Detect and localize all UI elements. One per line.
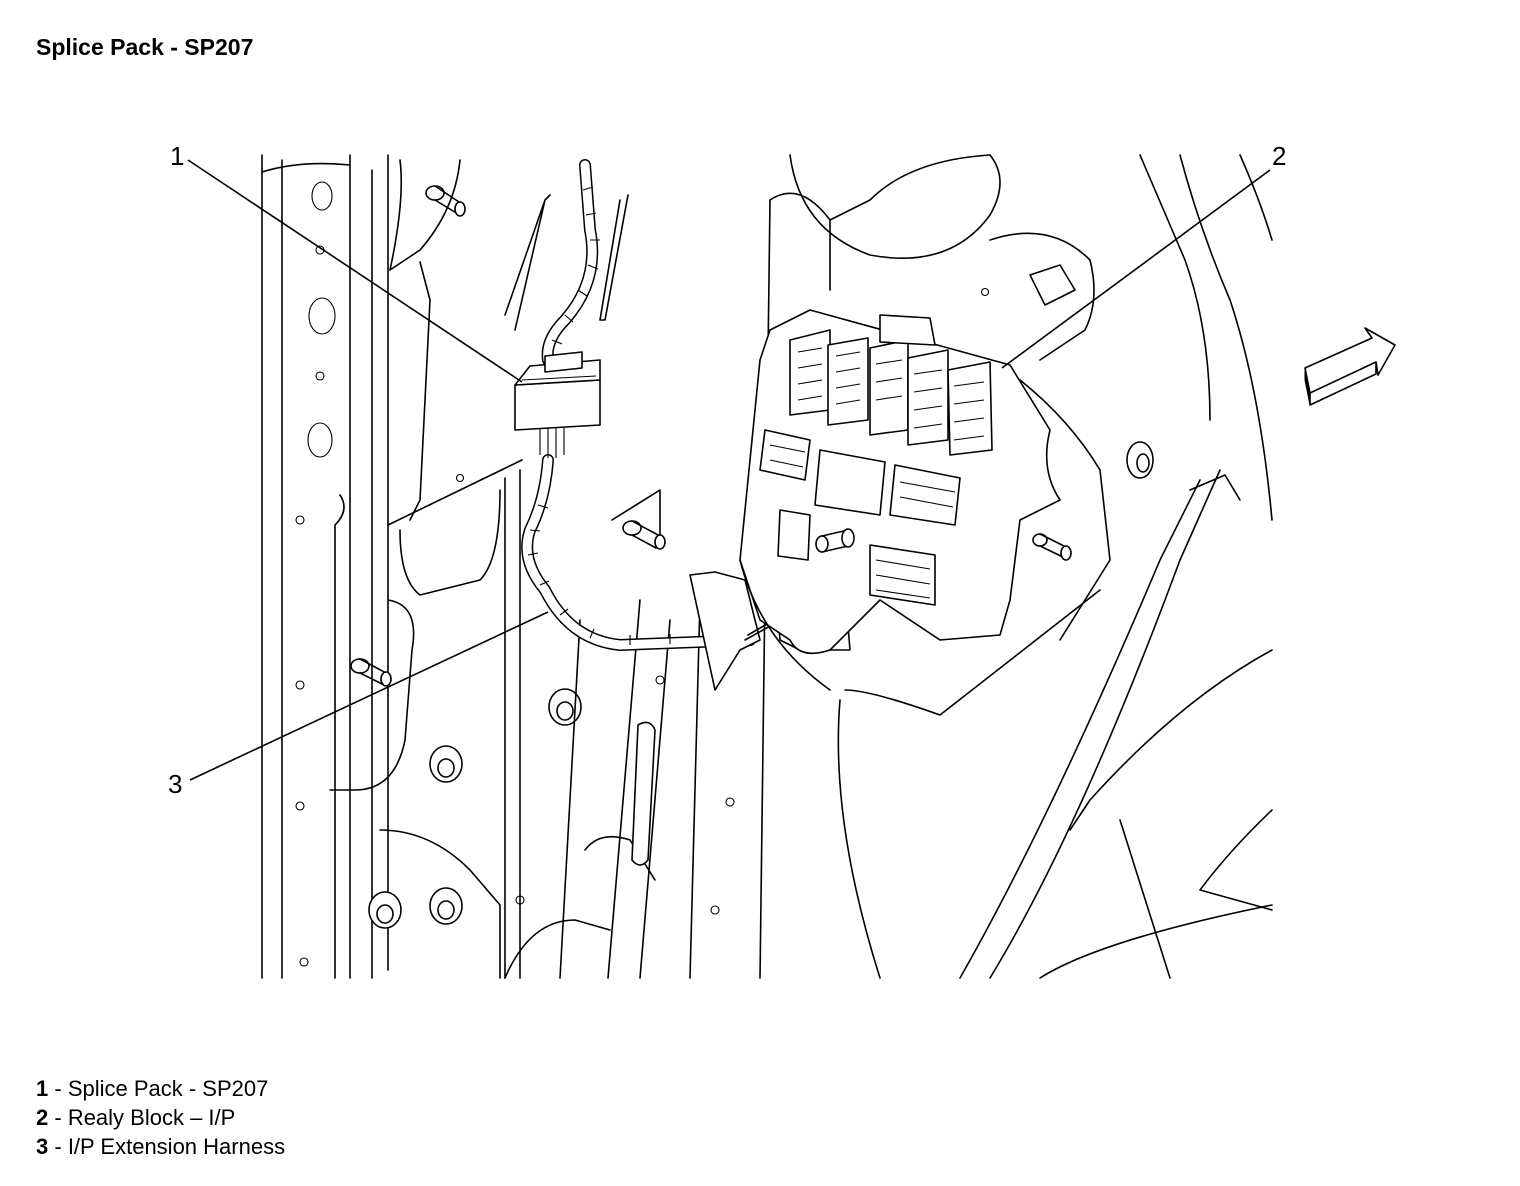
mounting-stud <box>622 520 666 550</box>
relay-slots-top <box>789 314 993 456</box>
legend-item: 1 - Splice Pack - SP207 <box>36 1074 285 1103</box>
grommet <box>548 688 582 726</box>
relay-block-ip <box>739 309 1101 716</box>
ip-extension-harness <box>521 159 756 652</box>
grommet <box>368 891 402 929</box>
callout-1: 1 <box>170 141 184 171</box>
legend-text: Splice Pack - SP207 <box>67 1076 269 1101</box>
legend-text: I/P Extension Harness <box>67 1134 286 1159</box>
mounting-stud <box>425 185 466 217</box>
relay-slots-middle <box>759 429 961 606</box>
legend-separator: - <box>48 1134 68 1159</box>
relay-block-bolt <box>815 528 855 553</box>
legend-item: 2 - Realy Block – I/P <box>36 1103 285 1132</box>
left-pillar-structure <box>261 154 582 979</box>
leader-line-2 <box>1001 169 1271 369</box>
splice-pack-sp207 <box>514 351 601 458</box>
callout-3: 3 <box>168 769 182 799</box>
legend-item: 3 - I/P Extension Harness <box>36 1132 285 1161</box>
legend-number: 1 <box>36 1076 49 1101</box>
legend-number: 3 <box>36 1134 49 1159</box>
leader-line-3 <box>189 611 549 781</box>
leader-lines <box>187 159 1271 781</box>
legend-text: Realy Block – I/P <box>67 1105 236 1130</box>
mounting-stud <box>350 658 392 687</box>
legend: 1 - Splice Pack - SP207 2 - Realy Block … <box>36 1074 285 1161</box>
legend-separator: - <box>48 1076 68 1101</box>
callout-2: 2 <box>1272 141 1286 171</box>
grommet <box>429 887 463 925</box>
legend-separator: - <box>48 1105 68 1130</box>
grommet <box>429 745 463 783</box>
leader-line-1 <box>187 159 523 383</box>
right-body-structure <box>759 154 1273 979</box>
direction-arrow-icon <box>1304 327 1396 406</box>
legend-number: 2 <box>36 1105 49 1130</box>
page-title: Splice Pack - SP207 <box>36 34 254 60</box>
mounting-stud <box>1032 533 1072 561</box>
center-bracket <box>504 194 735 979</box>
